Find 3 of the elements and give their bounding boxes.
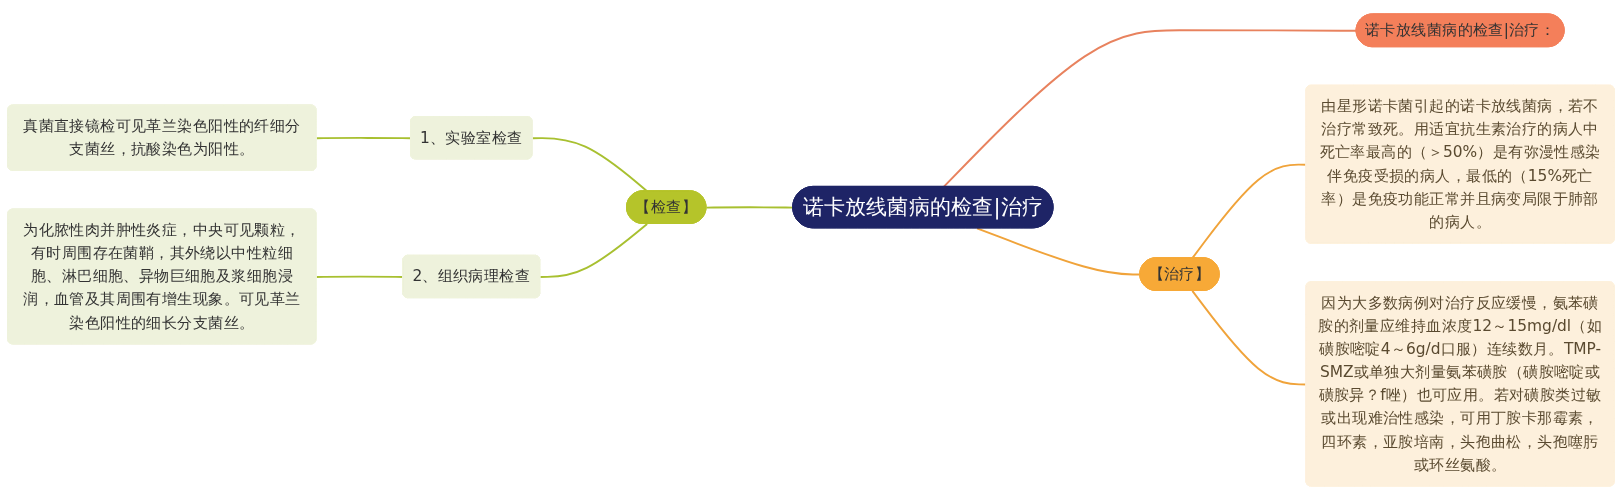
connector [539, 223, 649, 278]
connector [315, 136, 412, 140]
connector [942, 29, 1358, 188]
